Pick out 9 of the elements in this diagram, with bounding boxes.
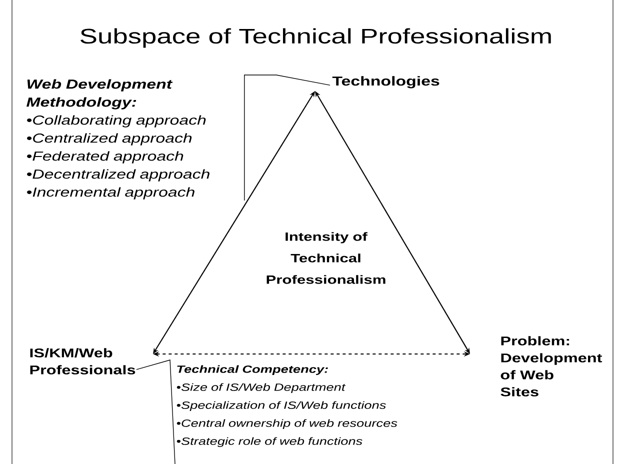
text-list: Technical Competency: •Size of IS/Web Department •Specialization of IS/Web functions •Central ownership of web resources •Strategic role of web functions (176, 365, 398, 447)
vertex-label: Technologies (332, 76, 440, 88)
leader-line (244, 74, 330, 201)
title: Subspace of Technical Professionalism (80, 28, 551, 48)
leader-line (136, 360, 176, 464)
text-list: Web Development Methodology: •Collaborating approach •Centralized approach •Federated approach •Decentralized approach •Incremental approach (26, 79, 210, 200)
vertex-label: IS/KM/Web Professionals (30, 348, 136, 374)
vertex-label: Problem: Development of Web Sites (500, 336, 602, 396)
center-label: Intensity of Technical Professionalism (266, 232, 386, 284)
